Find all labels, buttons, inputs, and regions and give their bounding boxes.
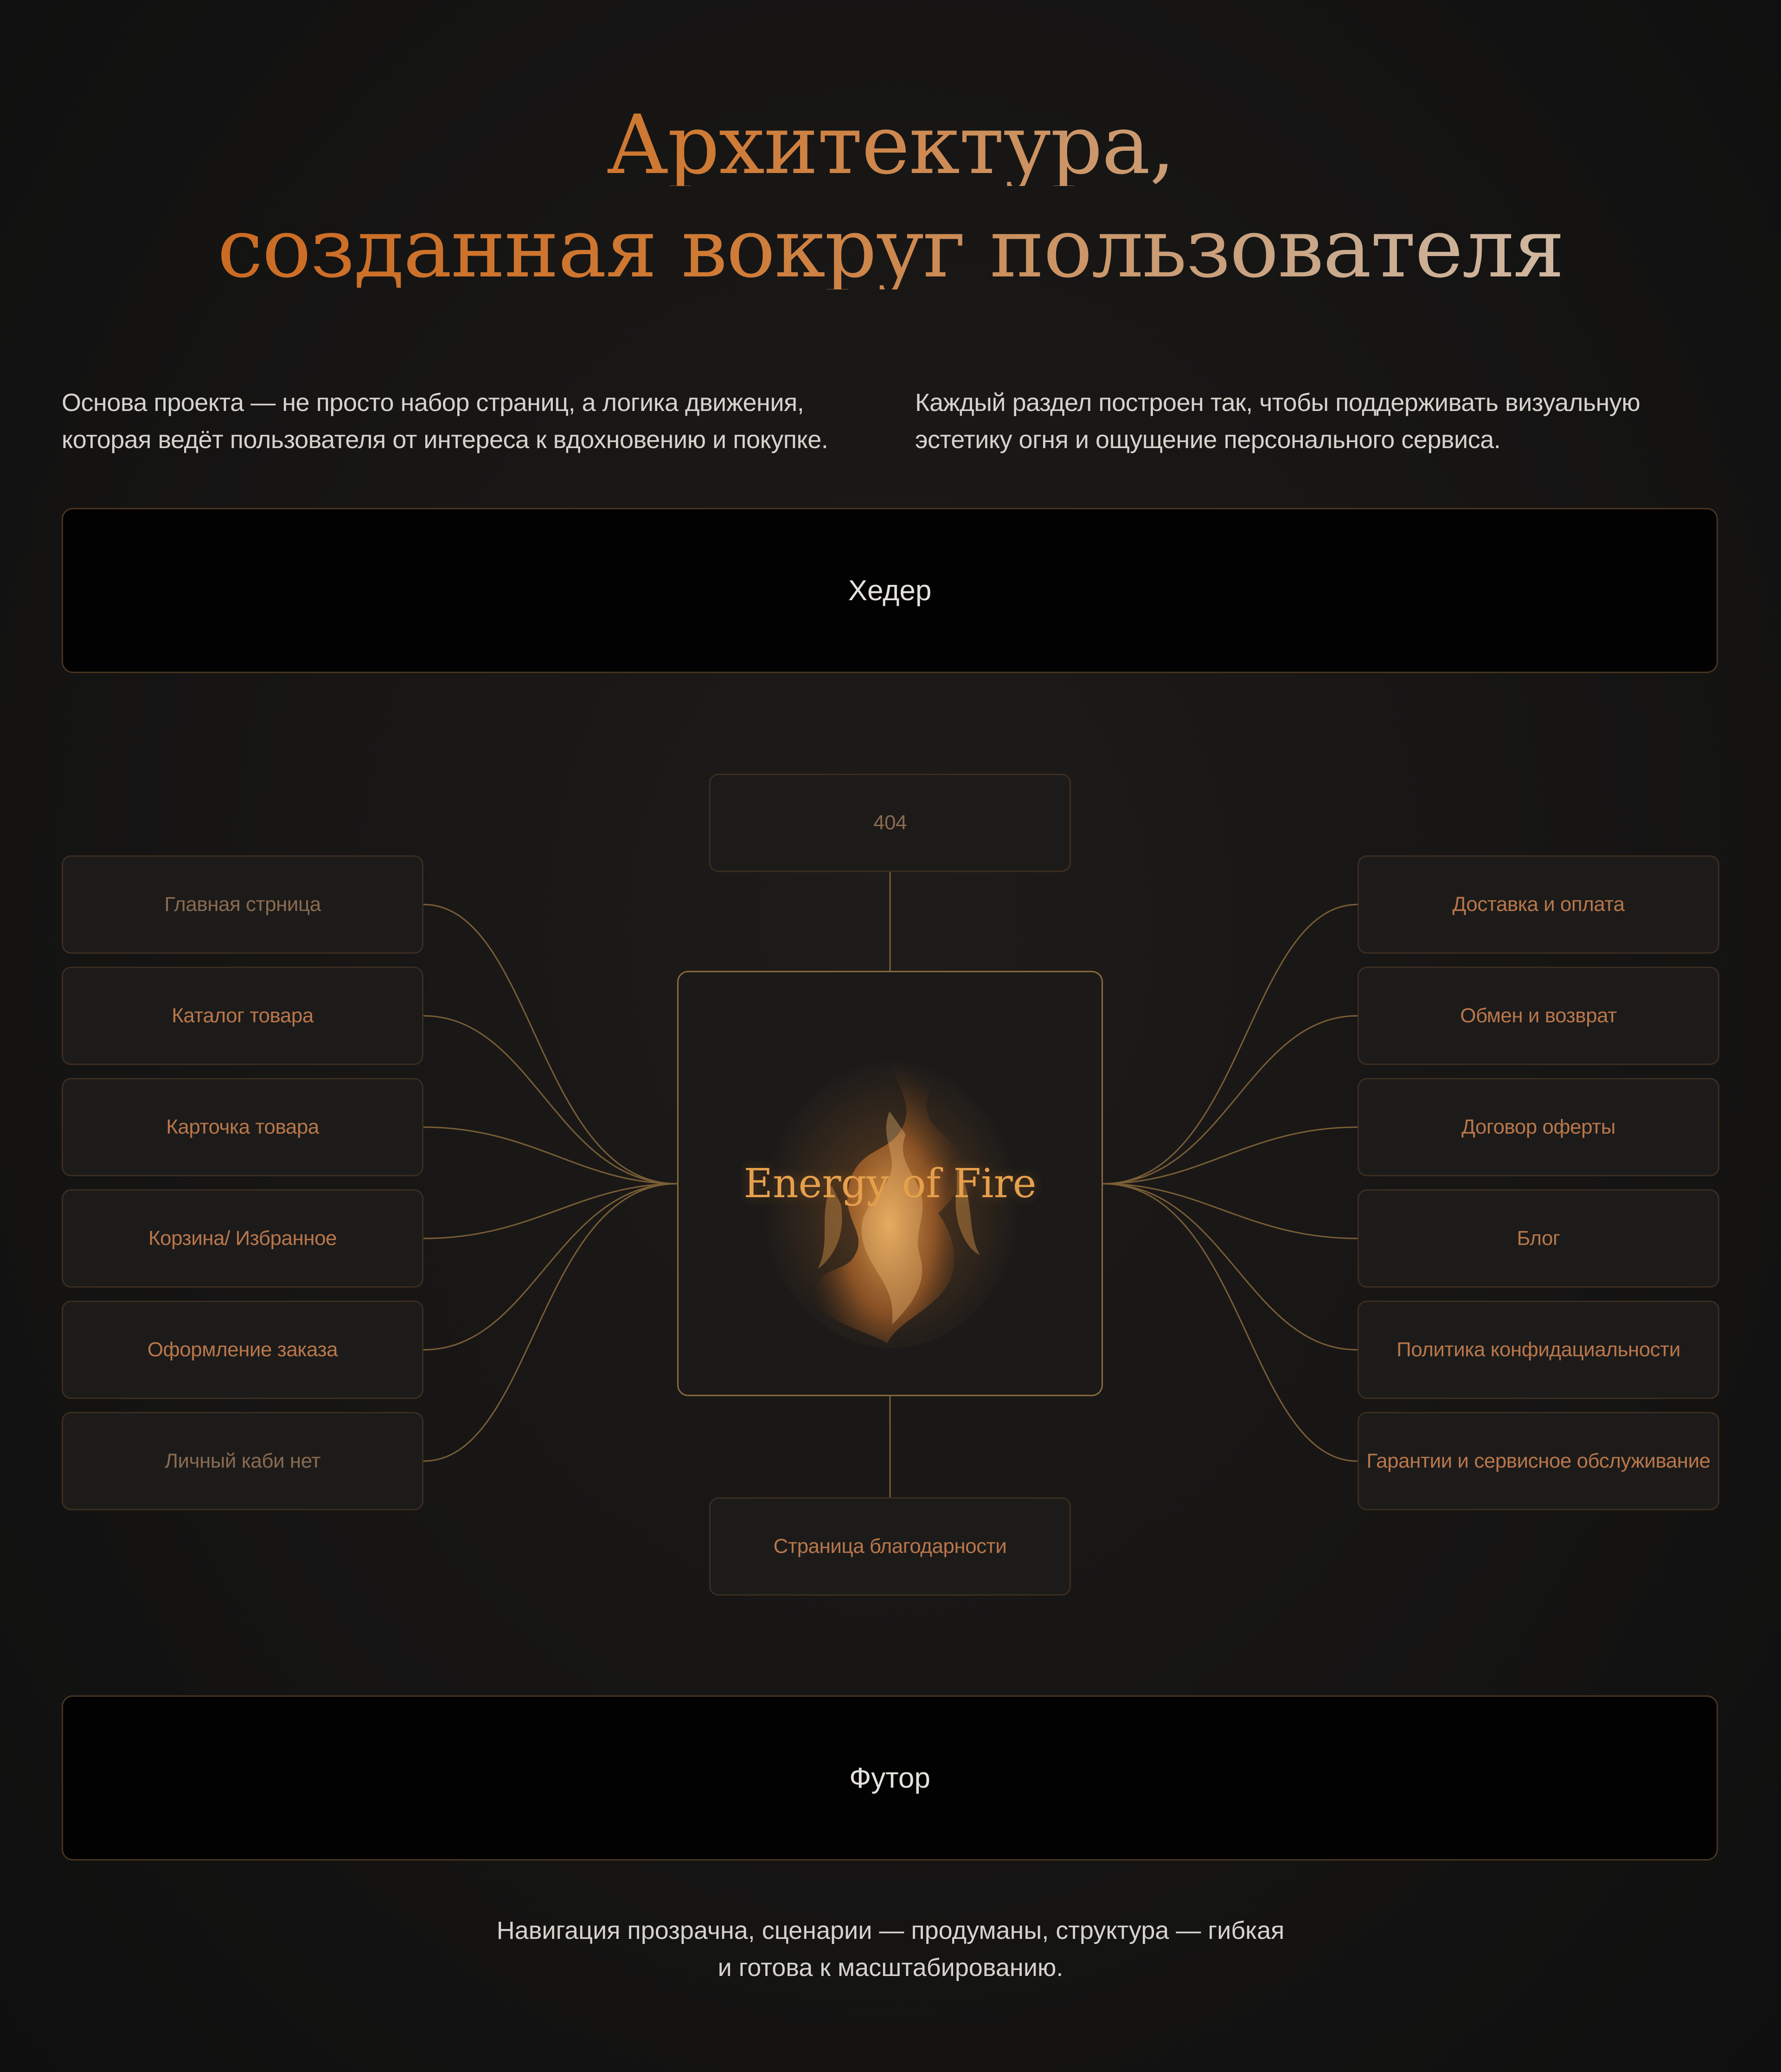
node-right-label: Гарантии и сервисное обслуживание	[1366, 1450, 1711, 1472]
intro-left-line-2: которая ведёт пользователя от интереса к…	[62, 426, 828, 454]
node-left-cart-favorites[interactable]: Корзина/ Избранное	[62, 1189, 423, 1288]
node-thank-you-label: Страница благодарности	[773, 1535, 1007, 1558]
node-right-warranty[interactable]: Гарантии и сервисное обслуживание	[1358, 1412, 1719, 1510]
node-right-label: Блог	[1517, 1227, 1560, 1250]
node-left-label: Карточка товара	[166, 1116, 319, 1138]
node-right-label: Обмен и возврат	[1460, 1004, 1617, 1027]
connector-right-5	[1102, 1183, 1358, 1351]
node-left-label: Каталог товара	[172, 1004, 314, 1027]
intro-left-line-1: Основа проекта — не просто набор страниц…	[62, 389, 804, 417]
node-right-blog[interactable]: Блог	[1358, 1189, 1719, 1288]
node-right-returns[interactable]: Обмен и возврат	[1358, 967, 1719, 1065]
center-logo-label: Energy of Fire	[743, 1160, 1037, 1207]
connector-left-3	[423, 1126, 678, 1185]
node-right-delivery[interactable]: Доставка и оплата	[1358, 855, 1719, 954]
node-left-label: Личный каби нет	[165, 1450, 320, 1472]
node-left-home[interactable]: Главная стрница	[62, 855, 423, 954]
center-logo-card[interactable]: Energy of Fire	[677, 971, 1103, 1396]
connector-right-6	[1102, 1183, 1358, 1462]
connector-right-4	[1102, 1183, 1358, 1239]
node-left-label: Оформление заказа	[147, 1338, 338, 1361]
connector-left-1	[423, 904, 678, 1185]
node-right-label: Политика конфидациальности	[1397, 1338, 1680, 1361]
node-right-privacy[interactable]: Политика конфидациальности	[1358, 1301, 1719, 1399]
intro-right-line-1: Каждый раздел построен так, чтобы поддер…	[915, 389, 1640, 417]
connector-left-2	[423, 1015, 678, 1185]
node-right-label: Договор оферты	[1461, 1116, 1615, 1138]
flame-icon	[762, 1042, 1021, 1348]
connector-left-4	[423, 1183, 678, 1239]
connector-right-1	[1102, 904, 1358, 1185]
intro-right: Каждый раздел построен так, чтобы поддер…	[915, 384, 1640, 458]
node-left-label: Корзина/ Избранное	[148, 1227, 337, 1250]
node-left-label: Главная стрница	[164, 893, 321, 916]
section-title-line-2: созданная вокруг пользователя	[0, 208, 1781, 289]
footer-block-label: Футор	[849, 1762, 930, 1794]
header-block[interactable]: Хедер	[62, 508, 1718, 673]
node-404[interactable]: 404	[709, 774, 1071, 872]
footer-block[interactable]: Футор	[62, 1695, 1718, 1860]
connector-right-3	[1102, 1126, 1358, 1185]
node-left-checkout[interactable]: Оформление заказа	[62, 1301, 423, 1399]
node-left-account[interactable]: Личный каби нет	[62, 1412, 423, 1510]
intro-right-line-2: эстетику огня и ощущение персонального с…	[915, 426, 1501, 454]
connector-left-6	[423, 1183, 678, 1462]
section-title-line-1: Архитектура,	[0, 104, 1781, 186]
connector-left-5	[423, 1183, 678, 1351]
node-left-product-card[interactable]: Карточка товара	[62, 1078, 423, 1176]
outro-line-2: и готова к масштабированию.	[718, 1954, 1063, 1982]
node-thank-you-page[interactable]: Страница благодарности	[709, 1497, 1071, 1596]
connector-right-2	[1102, 1015, 1358, 1185]
node-right-offer[interactable]: Договор оферты	[1358, 1078, 1719, 1176]
node-right-label: Доставка и оплата	[1452, 893, 1625, 916]
outro-line-1: Навигация прозрачна, сценарии — продуман…	[496, 1917, 1285, 1944]
node-left-catalog[interactable]: Каталог товара	[62, 967, 423, 1065]
header-block-label: Хедер	[848, 574, 932, 607]
intro-left: Основа проекта — не просто набор страниц…	[62, 384, 828, 458]
node-404-label: 404	[873, 811, 907, 834]
